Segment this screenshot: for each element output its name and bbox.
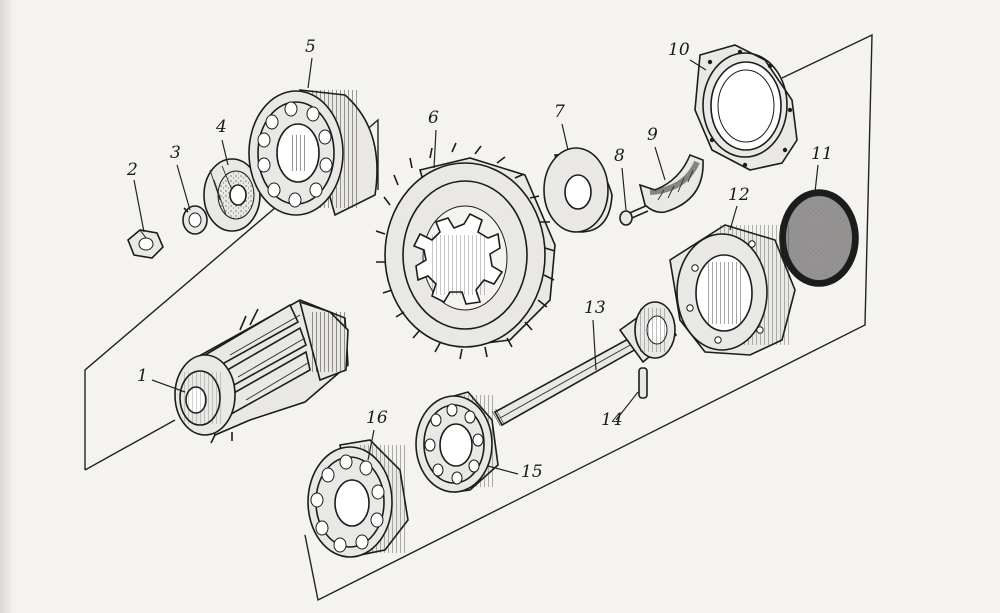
part-bearing-small [415,391,499,493]
callout-13: 13 [584,298,606,318]
part-washer [203,158,261,232]
assembly-frame-upper [84,118,379,471]
part-seal-ring [779,189,859,287]
callout-4: 4 [216,117,227,137]
callout-12: 12 [728,185,750,205]
part-bearing-lower [307,439,409,558]
part-bolt [619,204,649,226]
callout-16: 16 [366,408,388,428]
callout-2: 2 [127,160,138,180]
part-large-gear [375,142,556,360]
leader-lines [133,57,819,475]
callout-3: 3 [170,143,181,163]
callout-10: 10 [668,40,690,60]
part-lock-plate [638,153,704,214]
callout-9: 9 [647,125,658,145]
callout-15: 15 [521,462,543,482]
part-shaft-gear [174,299,349,444]
part-gasket-plate [694,44,798,171]
callout-8: 8 [614,146,625,166]
page-edge-shadow [0,0,14,613]
part-thrust-washer [543,147,613,233]
part-bearing-upper [248,89,378,217]
part-lock-washer [182,205,208,235]
part-nut [127,229,164,259]
callout-5: 5 [305,37,316,57]
part-long-shaft [489,301,678,428]
callout-11: 11 [811,144,833,164]
callout-14: 14 [601,410,623,430]
callout-1: 1 [137,366,148,386]
callout-7: 7 [554,102,565,122]
callout-6: 6 [428,108,439,128]
part-bearing-housing [669,224,796,356]
assembly-frame-lower [304,33,873,602]
part-pin [638,367,648,399]
